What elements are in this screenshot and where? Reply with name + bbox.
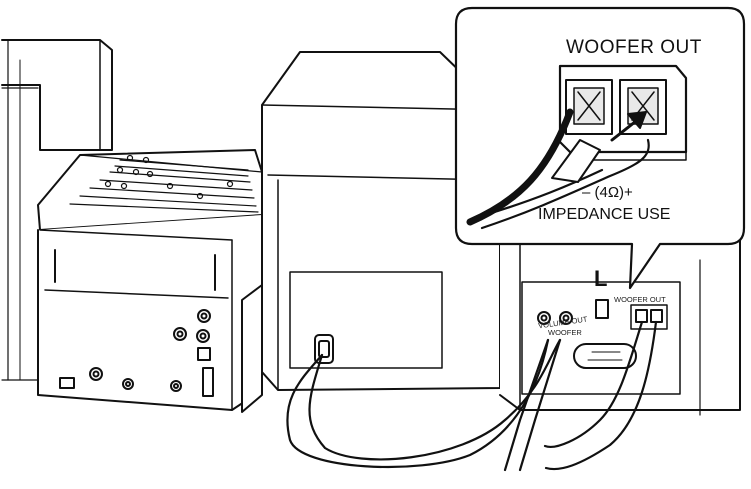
main-unit [37, 149, 263, 411]
jack-label-woofer-out: WOOFER OUT [614, 295, 666, 304]
callout-title: WOOFER OUT [566, 37, 702, 58]
impedance-label: IMPEDANCE USE [538, 206, 671, 223]
center-speaker [241, 51, 501, 413]
subwoofer-label-woofer: WOOFER [548, 328, 582, 337]
channel-label: L [594, 266, 608, 291]
polarity-label: – (4Ω)+ [582, 184, 633, 201]
speaker-cables [286, 320, 658, 472]
left-speaker-cabinet [1, 39, 113, 381]
callout-bubble [454, 6, 746, 290]
woofer-terminal [558, 64, 688, 161]
top-vents [69, 154, 259, 213]
rear-jacks [59, 309, 214, 397]
